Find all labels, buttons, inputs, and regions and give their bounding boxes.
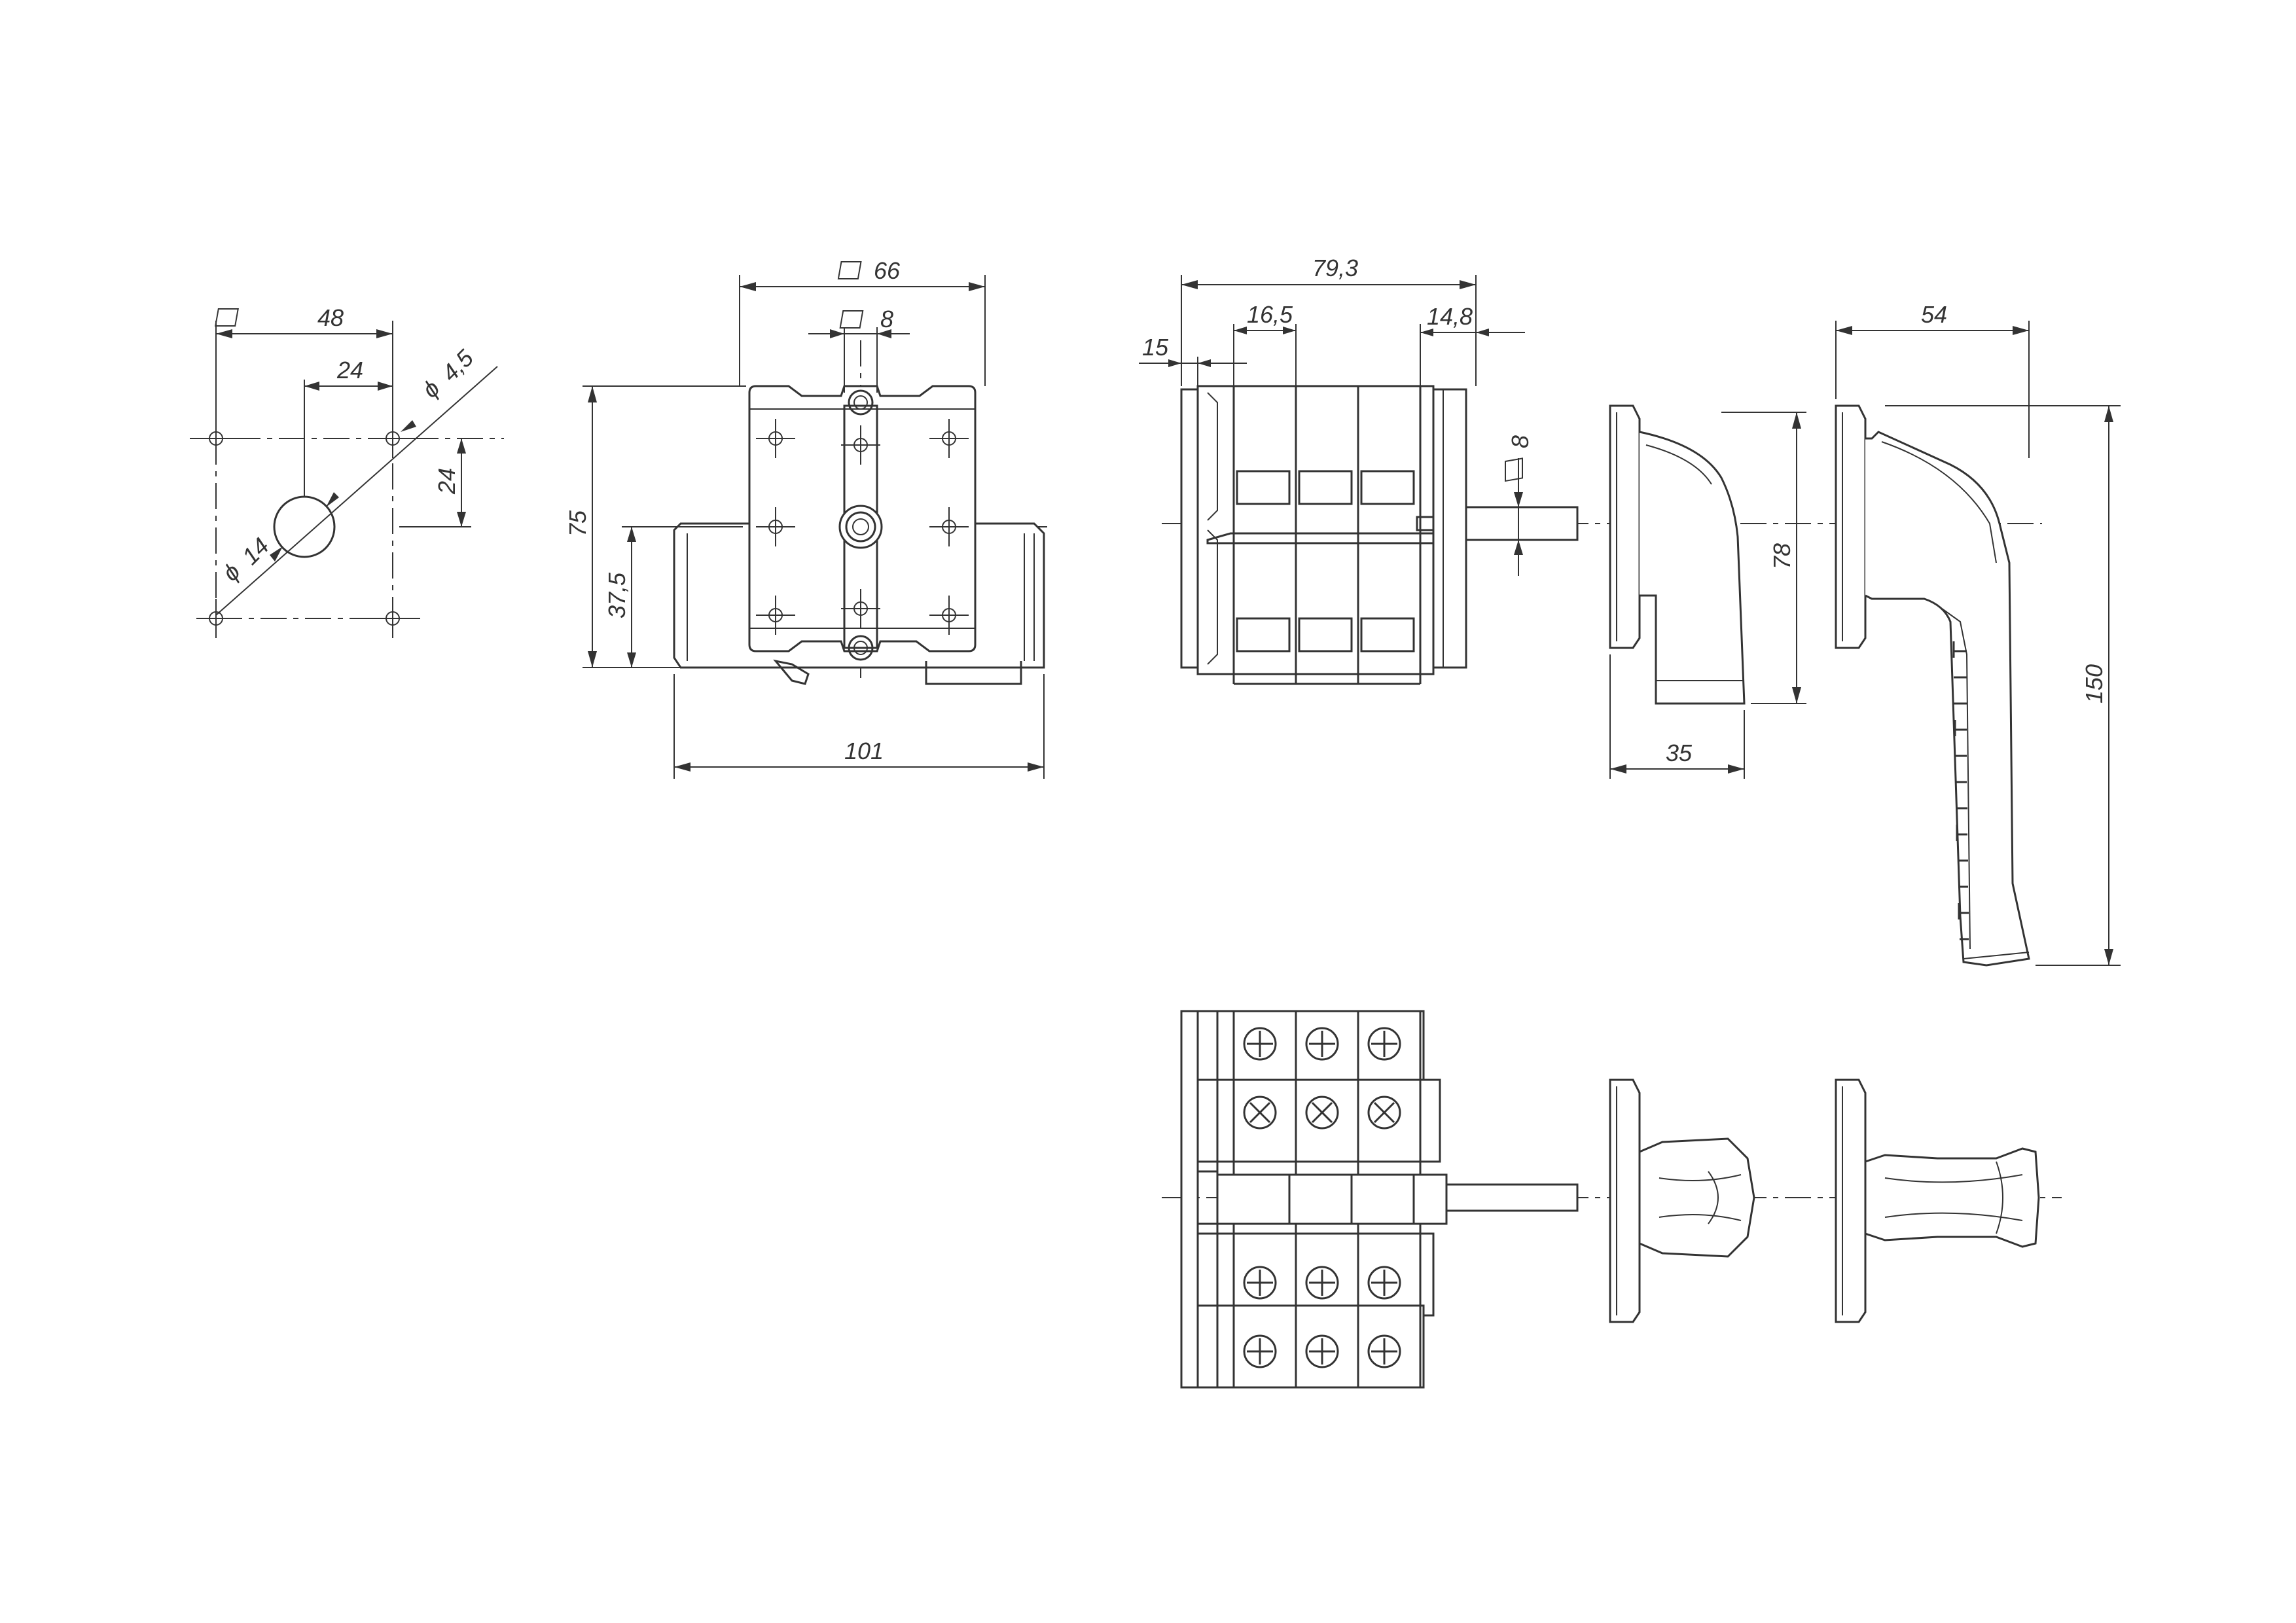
terminal-row-3 bbox=[1196, 1232, 1435, 1317]
dim-front-shaft-square: 8 bbox=[880, 306, 893, 332]
dim-front-half-height: 37,5 bbox=[603, 572, 630, 618]
dim-mount-half-y: 24 bbox=[433, 468, 460, 495]
knob-flange bbox=[1609, 404, 1641, 649]
dim-handle-depth: 54 bbox=[1921, 301, 1947, 328]
handle-top bbox=[1864, 1147, 2040, 1248]
dim-front-square: 66 bbox=[874, 257, 901, 284]
dim-side-right-part: 14,8 bbox=[1427, 303, 1473, 330]
dim-front-height: 75 bbox=[564, 510, 591, 537]
handle-side-view: 54 150 bbox=[1835, 301, 2121, 967]
dim-side-total-length: 79,3 bbox=[1312, 255, 1358, 281]
knob-side-view: 78 35 bbox=[1609, 404, 1806, 779]
knob-grip bbox=[1639, 431, 1746, 705]
dim-knob-depth: 35 bbox=[1666, 740, 1693, 766]
dim-mount-square: 48 bbox=[317, 304, 344, 331]
svg-text:ϕ: ϕ bbox=[417, 375, 445, 403]
handle-flange bbox=[1835, 404, 1867, 649]
shaft bbox=[1465, 506, 1579, 541]
top-view bbox=[1162, 1010, 2062, 1389]
dim-side-left-offset: 15 bbox=[1142, 334, 1169, 361]
top-shaft bbox=[1445, 1183, 1579, 1212]
knob-top bbox=[1638, 1137, 1755, 1258]
terminal-row-4 bbox=[1196, 1304, 1425, 1389]
dim-mount-half-x: 24 bbox=[336, 357, 363, 383]
dim-knob-height: 78 bbox=[1768, 543, 1795, 569]
knob-top-view bbox=[1609, 1079, 1755, 1323]
dim-handle-length: 150 bbox=[2081, 664, 2108, 704]
center-shaft-hole bbox=[273, 495, 336, 558]
dim-front-width: 101 bbox=[844, 738, 884, 764]
svg-text:ϕ: ϕ bbox=[217, 558, 245, 586]
dim-side-module-width: 16,5 bbox=[1247, 301, 1293, 328]
handle-top-view bbox=[1835, 1079, 2040, 1323]
dim-mount-center-dia: 14 bbox=[237, 532, 274, 569]
handle-lever bbox=[1865, 431, 2030, 967]
front-view: 66 8 75 37,5 101 bbox=[564, 257, 1047, 779]
dim-side-shaft-square: 8 bbox=[1507, 435, 1534, 448]
side-view: 79,3 16,5 15 14,8 8 bbox=[1139, 255, 2042, 685]
dim-mount-hole-dia: 4,5 bbox=[437, 344, 479, 387]
mounting-pattern-view: 48 24 ϕ 4,5 24 ϕ 14 bbox=[190, 304, 504, 639]
terminal-row-2 bbox=[1196, 1079, 1441, 1163]
